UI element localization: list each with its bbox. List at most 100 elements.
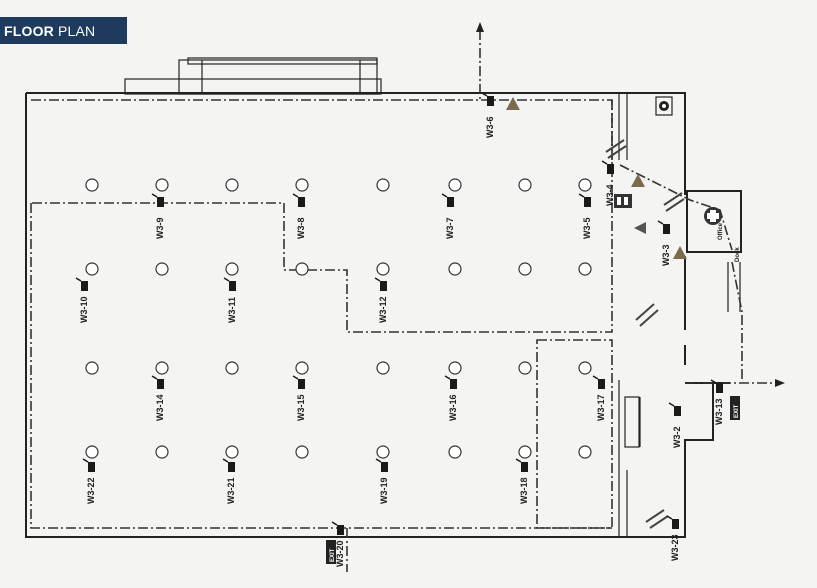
fire-extinguisher-icon: [584, 197, 591, 207]
hazard-triangle-icon: [673, 246, 687, 259]
extinguisher-nozzle: [151, 375, 158, 380]
column-icon: [518, 445, 532, 459]
page-title: FLOOR PLAN: [0, 17, 127, 44]
fire-extinguisher-icon: [521, 462, 528, 472]
fire-extinguisher-marker: W3-14: [151, 375, 165, 421]
fire-extinguisher-icon: [337, 525, 344, 535]
fire-extinguisher-marker: W3-4: [601, 160, 615, 206]
column-icon: [295, 445, 309, 459]
hazard-triangle-icon: [631, 174, 645, 187]
column-icon: [448, 361, 462, 375]
column-icon: [376, 445, 390, 459]
office-label: Office: [718, 222, 724, 240]
first-aid-icon: [704, 207, 722, 225]
exit-sign: EXIT: [730, 396, 740, 420]
electrical-panel-icon: [614, 194, 632, 208]
exit-sign: EXIT: [326, 540, 336, 564]
extinguisher-nozzle: [375, 458, 382, 463]
fire-extinguisher-marker: W3-20: [331, 521, 345, 567]
extinguisher-label: W3-12: [378, 296, 388, 323]
extinguisher-label: W3-15: [296, 394, 306, 421]
title-light: PLAN: [58, 22, 96, 39]
extinguisher-label: W3-3: [661, 244, 671, 266]
column-icon: [155, 445, 169, 459]
roof-annex: [124, 57, 382, 95]
extinguisher-label: W3-14: [155, 394, 165, 421]
fire-extinguisher-icon: [607, 164, 614, 174]
fire-extinguisher-marker: W3-2: [668, 402, 682, 448]
extinguisher-label: W3-2: [672, 426, 682, 448]
fire-extinguisher-marker: W3-6: [481, 92, 495, 138]
extinguisher-nozzle: [710, 379, 717, 384]
evacuation-routes: [30, 30, 780, 572]
extinguisher-label: W3-4: [605, 184, 615, 206]
fire-extinguisher-icon: [228, 462, 235, 472]
column-icon: [155, 262, 169, 276]
column-icon: [448, 262, 462, 276]
column-icon: [155, 178, 169, 192]
extinguisher-label: W3-9: [155, 217, 165, 239]
extinguisher-label: W3-10: [79, 296, 89, 323]
column-icon: [578, 361, 592, 375]
extinguisher-nozzle: [223, 277, 230, 282]
extinguisher-label: W3-18: [519, 477, 529, 504]
extinguisher-nozzle: [151, 193, 158, 198]
columns: [85, 178, 592, 459]
fire-extinguisher-marker: W3-13: [710, 379, 724, 425]
extinguisher-nozzle: [331, 521, 338, 526]
column-icon: [295, 361, 309, 375]
column-icon: [85, 178, 99, 192]
extinguisher-nozzle: [222, 458, 229, 463]
column-icon: [578, 445, 592, 459]
fire-extinguisher-icon: [663, 224, 670, 234]
exit-arrow-icon: [476, 22, 484, 32]
fire-extinguisher-icon: [298, 197, 305, 207]
fire-extinguisher-marker: W3-22: [82, 458, 96, 504]
column-icon: [376, 178, 390, 192]
column-icon: [85, 445, 99, 459]
fire-extinguisher-marker: W3-8: [292, 193, 306, 239]
fire-extinguisher-marker: W3-12: [374, 277, 388, 323]
column-icon: [578, 178, 592, 192]
extinguisher-label: W3-17: [596, 394, 606, 421]
hazard-markers: [506, 97, 687, 259]
fire-extinguisher-icon: [88, 462, 95, 472]
fire-extinguisher-icon: [157, 197, 164, 207]
extinguisher-nozzle: [578, 193, 585, 198]
column-icon: [376, 361, 390, 375]
fire-extinguisher-icon: [598, 379, 605, 389]
extinguisher-label: W3-19: [379, 477, 389, 504]
fire-extinguisher-icon: [674, 406, 681, 416]
fire-extinguisher-icon: [157, 379, 164, 389]
extinguisher-nozzle: [441, 193, 448, 198]
extinguisher-label: W3-7: [445, 217, 455, 239]
fire-extinguisher-marker: W3-9: [151, 193, 165, 239]
extinguisher-nozzle: [515, 458, 522, 463]
column-icon: [225, 262, 239, 276]
fire-extinguisher-icon: [298, 379, 305, 389]
column-icon: [225, 361, 239, 375]
fire-extinguisher-marker: W3-5: [578, 193, 592, 239]
fire-extinguisher-icon: [381, 462, 388, 472]
exit-arrow-icon: [775, 379, 785, 387]
fire-extinguisher-marker: W3-23: [666, 515, 680, 561]
column-icon: [225, 178, 239, 192]
column-icon: [295, 262, 309, 276]
directional-arrows: [605, 139, 685, 529]
column-icon: [448, 445, 462, 459]
extinguisher-label: W3-21: [226, 477, 236, 504]
extinguisher-label: W3-8: [296, 217, 306, 239]
extinguisher-label: W3-20: [335, 540, 345, 567]
extinguisher-nozzle: [666, 515, 673, 520]
fire-extinguisher-marker: W3-18: [515, 458, 529, 504]
column-icon: [518, 178, 532, 192]
column-icon: [225, 445, 239, 459]
extinguisher-nozzle: [374, 277, 381, 282]
fire-extinguisher-marker: W3-7: [441, 193, 455, 239]
extinguisher-nozzle: [82, 458, 89, 463]
extinguisher-label: W3-22: [86, 477, 96, 504]
fire-extinguisher-marker: W3-21: [222, 458, 236, 504]
extinguisher-nozzle: [657, 220, 664, 225]
